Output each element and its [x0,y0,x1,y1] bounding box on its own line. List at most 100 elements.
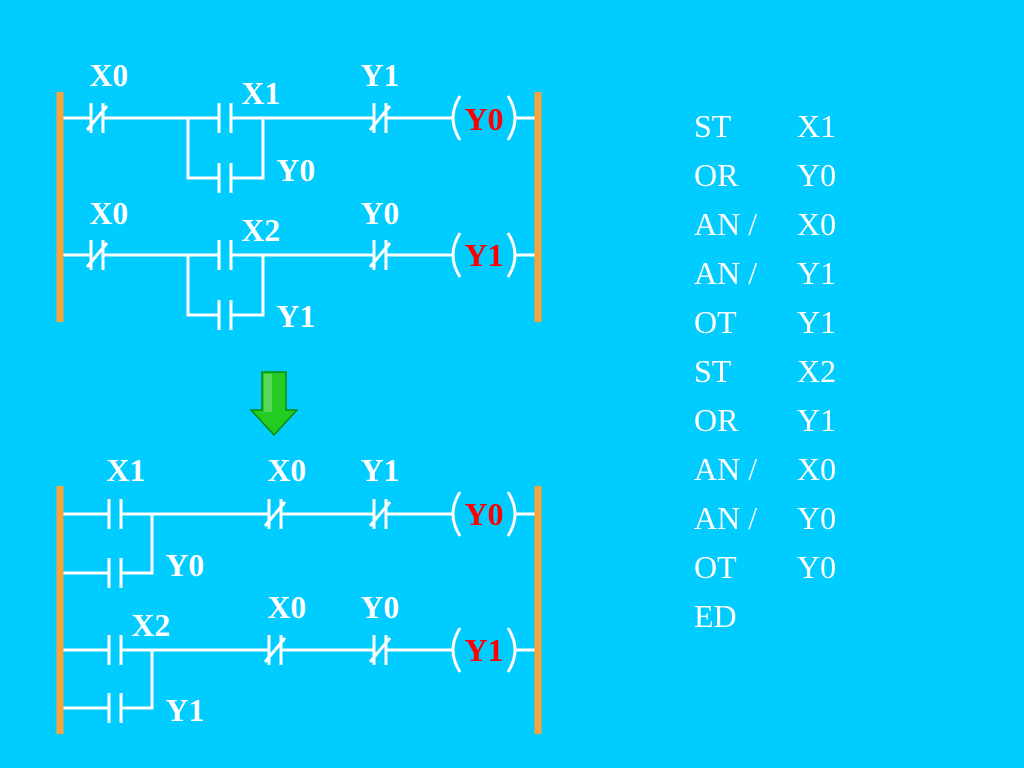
coil-label: Y0 [464,101,503,137]
instruction-operand: X0 [797,206,837,242]
coil-left-arc [451,627,462,673]
contact-label: X1 [106,452,145,488]
parallel-branch-wire [186,118,265,180]
instruction-opcode: AN / [694,500,758,536]
normally-open-contact-icon [217,300,233,330]
normally-open-contact-icon [217,103,233,133]
arrow-highlight [264,374,272,412]
instruction-operand: Y0 [797,157,837,193]
normally-closed-contact-icon [368,499,392,529]
instruction-operand: Y1 [797,304,837,340]
normally-open-contact-icon [107,693,123,723]
instruction-row: OT Y0 [694,543,836,592]
contact-label: Y1 [360,452,399,488]
instruction-operand: Y0 [797,549,837,585]
normally-closed-contact-icon [368,240,392,270]
coil-left-arc [451,491,462,537]
contact-slash [85,242,109,268]
instruction-row: OT Y1 [694,298,836,347]
ladder-rung: X1 Y0 X0 Y1 Y0 [60,452,538,588]
instruction-row: ST X1 [694,102,836,151]
instruction-row: AN /Y0 [694,494,836,543]
normally-closed-contact-icon [263,499,287,529]
instruction-opcode: AN / [694,206,758,242]
normally-open-contact-icon [107,635,123,665]
contact-slash [85,105,109,131]
contact-label: Y0 [360,195,399,231]
contact-label: X0 [89,57,128,93]
coil-icon [451,95,517,141]
instruction-row: AN / X0 [694,200,836,249]
parallel-branch-wire [60,650,154,710]
contact-slash [368,242,392,268]
coil-icon [451,491,517,537]
coil-label: Y1 [464,237,503,273]
coil-left-arc [451,232,462,278]
normally-closed-contact-icon [263,635,287,665]
instruction-opcode: AN / [694,255,758,291]
coil-right-arc [506,627,517,673]
contact-label: Y1 [360,57,399,93]
contact-slash [263,501,287,527]
parallel-branch-wire [60,514,154,575]
contact-slash [368,637,392,663]
instruction-row: AN / X0 [694,445,836,494]
instruction-opcode: OR [694,157,739,193]
normally-open-contact-icon [217,240,233,270]
instruction-opcode: ST [694,108,732,144]
contact-slash [368,501,392,527]
normally-open-contact-icon [107,558,123,588]
normally-closed-contact-icon [368,635,392,665]
arrow-shape [249,371,299,437]
coil-right-arc [506,95,517,141]
contact-label: X0 [89,195,128,231]
contact-label: X1 [241,75,280,111]
instruction-operand: Y1 [797,402,837,438]
coil-icon [451,627,517,673]
normally-open-contact-icon [107,499,123,529]
coil-right-arc [506,491,517,537]
contact-label: Y0 [276,152,315,188]
contact-slash [263,637,287,663]
instruction-row: ST X2 [694,347,836,396]
normally-closed-contact-icon [368,103,392,133]
ladder-rung: X0 X2 Y1 Y0 Y1 [60,195,538,334]
bottom-ladder-diagram: X1 Y0 X0 Y1 Y0 X2 Y1 X0 Y0 Y1 [56,452,542,734]
instruction-opcode: OR [694,402,739,438]
instruction-row: AN / Y1 [694,249,836,298]
coil-label: Y0 [464,496,503,532]
down-arrow-icon [249,371,299,437]
normally-closed-contact-icon [85,240,109,270]
instruction-operand: X0 [797,451,837,487]
normally-closed-contact-icon [85,103,109,133]
coil-icon [451,232,517,278]
parallel-branch-wire [186,255,265,317]
ladder-rung: X0 X1 Y0 Y1 Y0 [60,57,538,193]
contact-label: Y1 [165,692,204,728]
normally-open-contact-icon [217,163,233,193]
instruction-row: OR Y0 [694,151,836,200]
instruction-opcode: ST [694,353,732,389]
coil-left-arc [451,95,462,141]
coil-label: Y1 [464,632,503,668]
instruction-row: OR Y1 [694,396,836,445]
instruction-operand: X2 [797,353,837,389]
contact-label: X0 [267,589,306,625]
contact-label: X2 [241,212,280,248]
instruction-opcode: OT [694,549,737,585]
contact-label: Y0 [165,547,204,583]
instruction-operand: Y1 [797,255,837,291]
contact-label: X0 [267,452,306,488]
contact-label: Y1 [276,298,315,334]
instruction-operand: X1 [797,108,837,144]
contact-slash [368,105,392,131]
instruction-opcode: OT [694,304,737,340]
contact-label: Y0 [360,589,399,625]
coil-right-arc [506,232,517,278]
instruction-opcode: ED [694,598,737,634]
contact-label: X2 [131,607,170,643]
instruction-opcode: AN / [694,451,758,487]
instruction-row: ED [694,592,836,641]
